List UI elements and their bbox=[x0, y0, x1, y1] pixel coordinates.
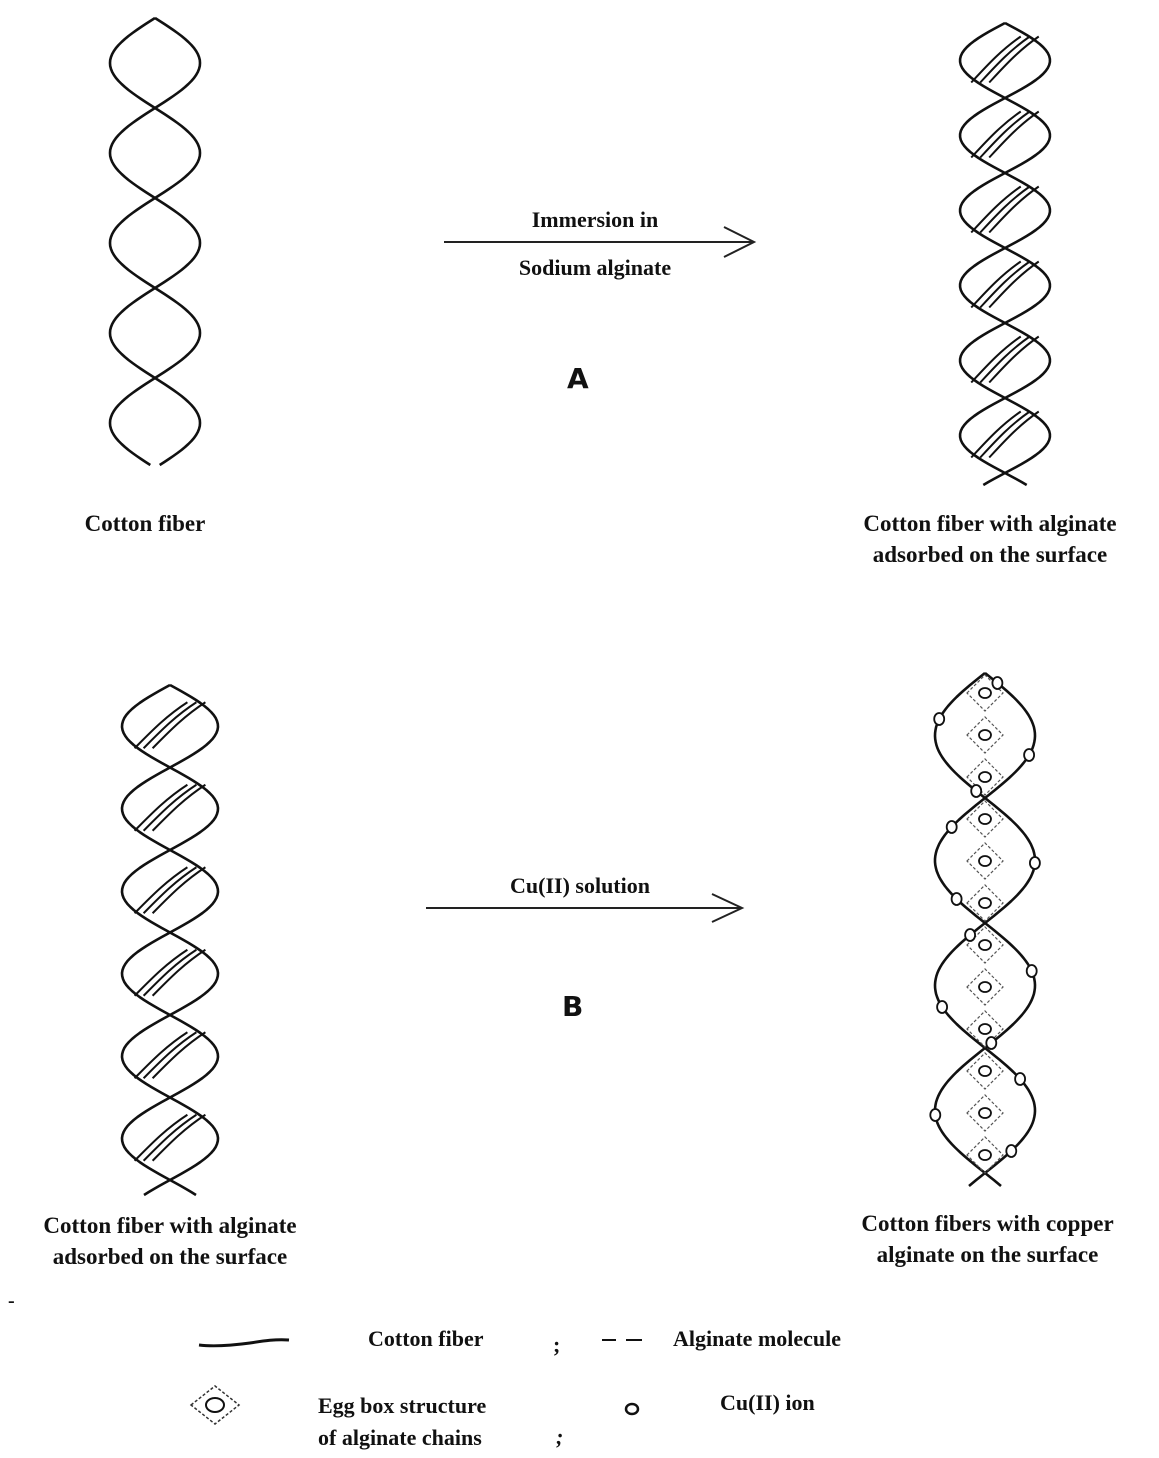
alginate-molecule-line bbox=[144, 702, 197, 748]
alginate-molecule-line bbox=[135, 867, 188, 913]
stray-mark: - bbox=[8, 1290, 15, 1313]
alginate-molecule-line bbox=[980, 37, 1030, 83]
caption-line1: Cotton fiber with alginate bbox=[830, 508, 1150, 539]
cu-ion bbox=[979, 688, 991, 698]
cu-ion bbox=[986, 1037, 996, 1049]
cu-ion bbox=[979, 1066, 991, 1076]
cu-ion bbox=[979, 940, 991, 950]
legend-cotton-fiber-label: Cotton fiber bbox=[368, 1326, 483, 1352]
fiber-strand bbox=[935, 673, 1035, 1186]
alginate-molecule-line bbox=[135, 950, 188, 996]
cu-ion bbox=[971, 785, 981, 797]
cu-ion bbox=[1024, 749, 1034, 761]
alginate-coated-fiber-b bbox=[105, 665, 235, 1200]
alginate-molecule-line bbox=[980, 337, 1030, 383]
arrow-a-label-line2: Sodium alginate bbox=[440, 255, 750, 281]
legend-alginate-label: Alginate molecule bbox=[673, 1326, 841, 1352]
alginate-coated-fiber-a bbox=[940, 15, 1070, 490]
legend-cotton-fiber-icon bbox=[195, 1325, 295, 1355]
alginate-molecule-line bbox=[135, 1032, 188, 1078]
cu-ion bbox=[947, 821, 957, 833]
alginate-molecule-line bbox=[989, 37, 1039, 83]
cu-ion bbox=[979, 1108, 991, 1118]
alginate-molecule-line bbox=[980, 262, 1030, 308]
caption-line2: adsorbed on the surface bbox=[830, 539, 1150, 570]
alginate-molecule-line bbox=[135, 785, 188, 831]
egg-box-structure bbox=[967, 969, 1003, 1005]
alginate-molecule-line bbox=[989, 262, 1039, 308]
caption-fiber-with-copper-alginate: Cotton fibers with copper alginate on th… bbox=[815, 1208, 1159, 1270]
arrow-b bbox=[422, 890, 752, 930]
panel-label-a: A bbox=[567, 362, 589, 395]
alginate-molecule-line bbox=[144, 1032, 197, 1078]
cu-ion bbox=[1027, 965, 1037, 977]
caption-line2: adsorbed on the surface bbox=[0, 1241, 340, 1272]
cu-ion bbox=[934, 713, 944, 725]
legend-separator-1: ; bbox=[553, 1332, 560, 1358]
cu-ion bbox=[979, 730, 991, 740]
cu-ion bbox=[979, 772, 991, 782]
egg-box-structure bbox=[967, 1095, 1003, 1131]
cu-ion bbox=[952, 893, 962, 905]
egg-box-structure bbox=[967, 1011, 1003, 1047]
caption-line1: Cotton fiber with alginate bbox=[0, 1210, 340, 1241]
alginate-molecule-line bbox=[980, 412, 1030, 458]
cu-ion bbox=[979, 1024, 991, 1034]
cu-ion bbox=[930, 1109, 940, 1121]
alginate-molecule-line bbox=[989, 412, 1039, 458]
cu-ion bbox=[965, 929, 975, 941]
fiber-strand bbox=[935, 673, 1035, 1186]
alginate-molecule-line bbox=[144, 950, 197, 996]
alginate-molecule-line bbox=[980, 187, 1030, 233]
caption-fiber-with-alginate-b: Cotton fiber with alginate adsorbed on t… bbox=[0, 1210, 340, 1272]
alginate-molecule-line bbox=[989, 187, 1039, 233]
legend-egg-box-line1: Egg box structure bbox=[318, 1390, 486, 1422]
legend-cu-ion-icon bbox=[620, 1398, 644, 1420]
cu-ion bbox=[979, 982, 991, 992]
legend-separator-2: ; bbox=[556, 1424, 563, 1450]
legend-cu-ion-label: Cu(II) ion bbox=[720, 1390, 815, 1416]
egg-box-structure bbox=[967, 801, 1003, 837]
cu-ion bbox=[979, 1150, 991, 1160]
alginate-molecule-line bbox=[135, 702, 188, 748]
cu-ion bbox=[992, 677, 1002, 689]
egg-box-structure bbox=[967, 1137, 1003, 1173]
egg-box-structure bbox=[967, 885, 1003, 921]
caption-fiber-with-alginate-a: Cotton fiber with alginate adsorbed on t… bbox=[830, 508, 1150, 570]
copper-alginate-fiber bbox=[925, 668, 1050, 1190]
alginate-molecule-line bbox=[989, 337, 1039, 383]
panel-label-b: B bbox=[562, 990, 583, 1023]
alginate-molecule-line bbox=[135, 1115, 188, 1161]
legend-alginate-icon bbox=[598, 1330, 658, 1350]
alginate-molecule-line bbox=[144, 785, 197, 831]
cu-ion bbox=[937, 1001, 947, 1013]
caption-cotton-fiber: Cotton fiber bbox=[55, 508, 235, 539]
cu-ion bbox=[1006, 1145, 1016, 1157]
alginate-molecule-line bbox=[989, 112, 1039, 158]
cu-ion bbox=[979, 814, 991, 824]
alginate-molecule-line bbox=[980, 112, 1030, 158]
cu-ion bbox=[979, 898, 991, 908]
legend-egg-box-icon bbox=[185, 1380, 245, 1430]
legend-egg-box-line2: of alginate chains bbox=[318, 1422, 486, 1454]
alginate-molecule-line bbox=[144, 1115, 197, 1161]
plain-cotton-fiber bbox=[90, 10, 220, 480]
cu-ion bbox=[979, 856, 991, 866]
caption-line1: Cotton fibers with copper bbox=[815, 1208, 1159, 1239]
cu-ion bbox=[1030, 857, 1040, 869]
alginate-molecule-line bbox=[144, 867, 197, 913]
egg-box-structure bbox=[967, 717, 1003, 753]
legend-egg-box-label: Egg box structure of alginate chains bbox=[318, 1390, 486, 1454]
cu-ion bbox=[1015, 1073, 1025, 1085]
egg-box-structure bbox=[967, 843, 1003, 879]
caption-line2: alginate on the surface bbox=[815, 1239, 1159, 1270]
